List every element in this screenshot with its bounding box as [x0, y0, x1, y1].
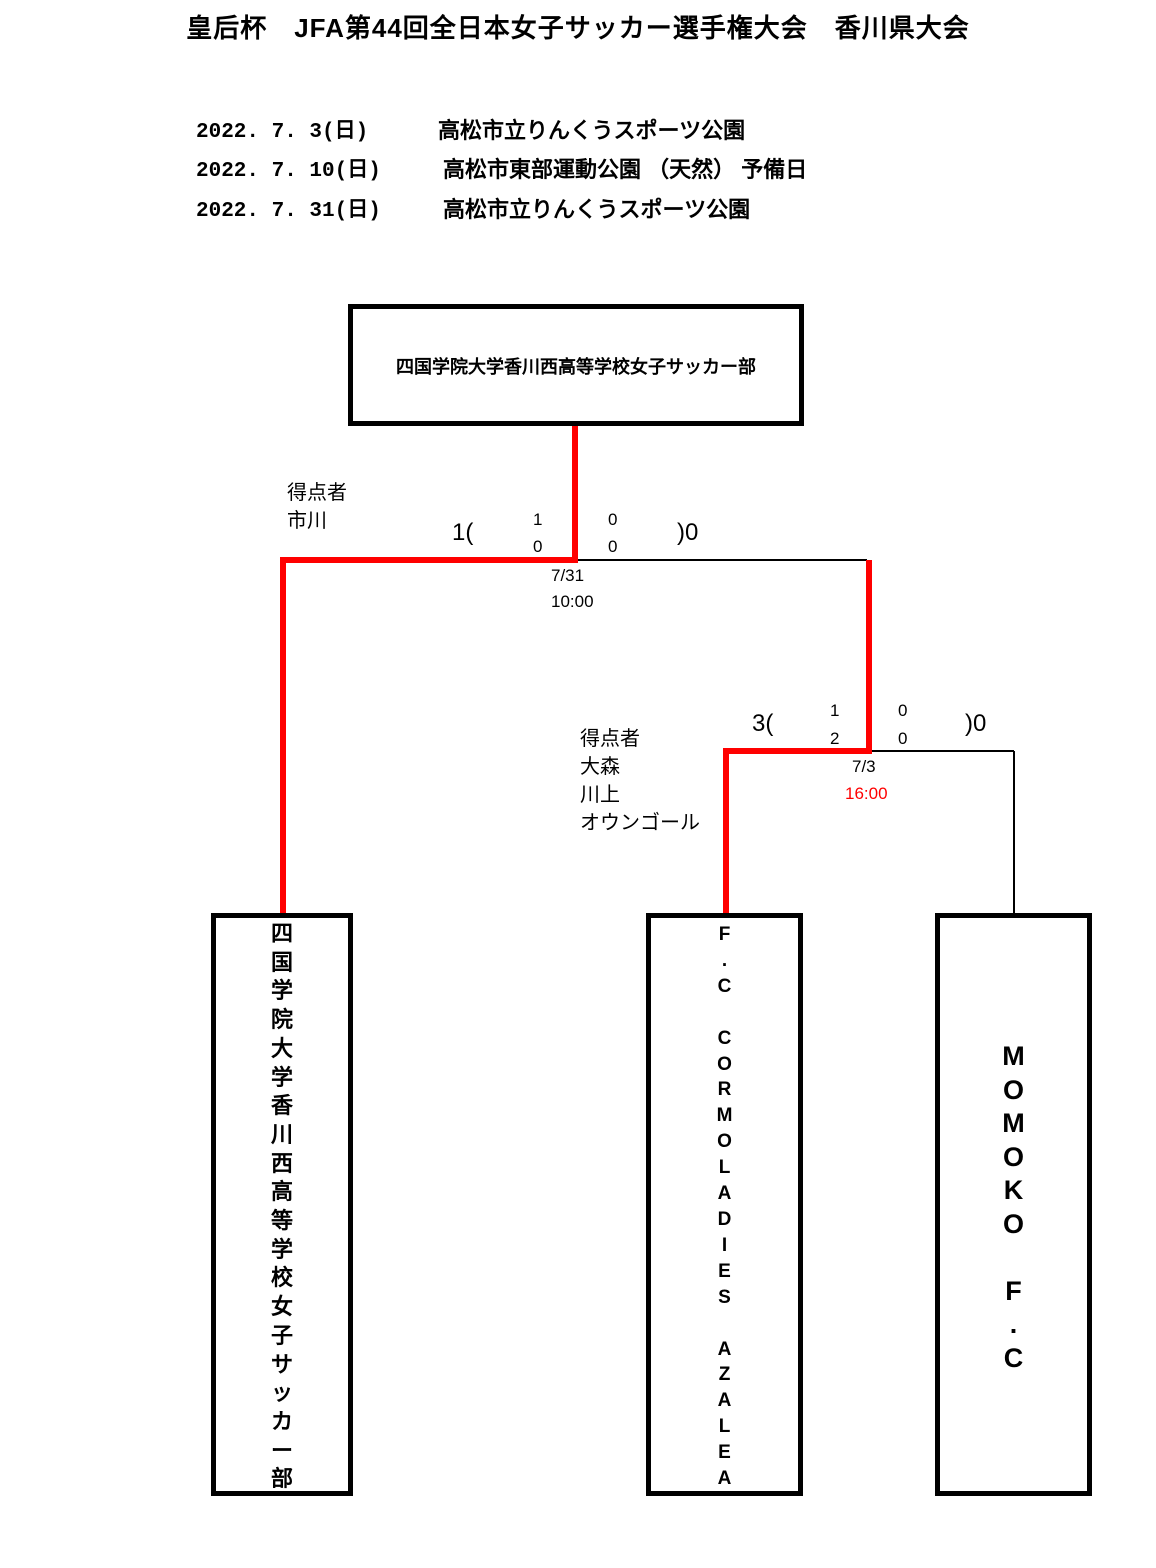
final-right-total: )0 — [677, 519, 699, 546]
final-scorers: 得点者 市川 — [287, 482, 347, 532]
page-title: 皇后杯 JFA第44回全日本女子サッカー選手権大会 香川県大会 — [186, 13, 970, 43]
champion-box: 四国学院大学香川西高等学校女子サッカー部 — [348, 304, 804, 426]
team-name-momoko: M O M O K O F . C — [1002, 1041, 1025, 1373]
semi-right-half2: 0 — [898, 729, 908, 748]
semi-scorers: 得点者 大森 川上 オウンゴール — [580, 728, 700, 834]
team-box-cormo: F . C C O R M O L A D I E S A Z A L E A — [646, 913, 803, 1496]
schedule-date-3: 2022. 7. 31(日) — [196, 200, 381, 223]
schedule-venue-1: 高松市立りんくうスポーツ公園 — [438, 118, 746, 143]
champion-red-path — [280, 425, 578, 915]
final-date: 7/31 — [551, 566, 585, 585]
final-right-half2: 0 — [608, 537, 618, 556]
final-time: 10:00 — [551, 592, 594, 611]
schedule-date-2: 2022. 7. 10(日) — [196, 160, 381, 183]
semi-right-total: )0 — [965, 710, 987, 737]
team-box-momoko: M O M O K O F . C — [935, 913, 1092, 1496]
schedule-venue-2: 高松市東部運動公園 （天然） 予備日 — [443, 157, 808, 182]
champion-name: 四国学院大学香川西高等学校女子サッカー部 — [396, 357, 756, 377]
final-left-half1: 1 — [533, 510, 543, 529]
final-left-total: 1( — [452, 519, 474, 546]
semi-winner-red-path — [723, 560, 872, 915]
team-name-shikoku: 四 国 学 院 大 学 香 川 西 高 等 学 校 女 子 サ ッ カ ー 部 — [270, 921, 293, 1492]
semi-date: 7/3 — [852, 757, 876, 776]
semi-time: 16:00 — [845, 784, 888, 803]
semi-left-total: 3( — [752, 710, 774, 737]
final-left-half2: 0 — [533, 537, 543, 556]
schedule-date-1: 2022. 7. 3(日) — [196, 121, 369, 144]
schedule-venue-3: 高松市立りんくうスポーツ公園 — [443, 197, 751, 222]
team-box-shikoku: 四 国 学 院 大 学 香 川 西 高 等 学 校 女 子 サ ッ カ ー 部 — [211, 913, 353, 1496]
final-right-half1: 0 — [608, 510, 618, 529]
semi-left-half1: 1 — [830, 701, 840, 720]
semi-left-half2: 2 — [830, 729, 840, 748]
semi-right-half1: 0 — [898, 701, 908, 720]
team-name-cormo: F . C C O R M O L A D I E S A Z A L E A — [716, 924, 733, 1490]
